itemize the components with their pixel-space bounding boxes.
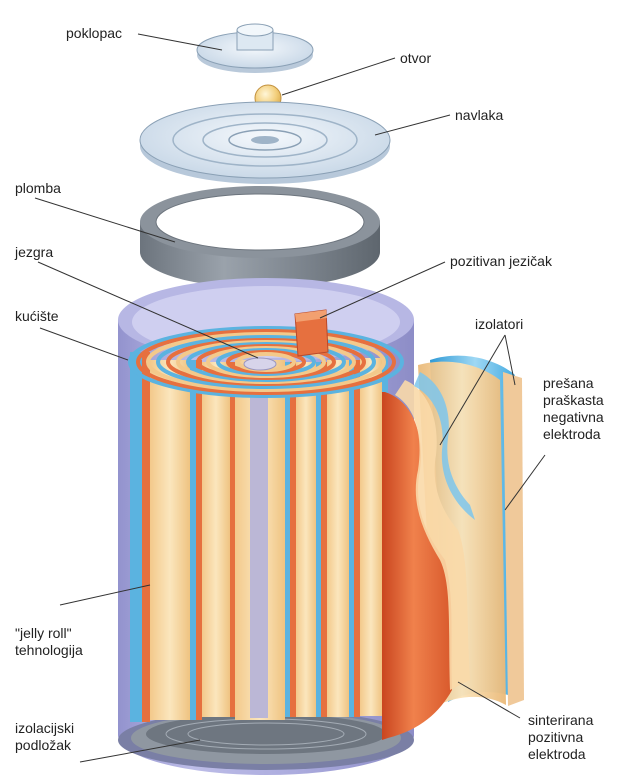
- label-pozitivna-elektroda: sinterirana pozitivna elektroda: [528, 712, 593, 763]
- leader-navlaka: [375, 115, 450, 135]
- label-izolatori: izolatori: [475, 316, 523, 333]
- label-jezgra: jezgra: [15, 244, 53, 261]
- label-poklopac: poklopac: [66, 25, 122, 42]
- label-navlaka: navlaka: [455, 107, 503, 124]
- label-pozitivan-jezicak: pozitivan jezičak: [450, 253, 552, 270]
- washer-disc: [140, 102, 390, 184]
- label-jelly-roll: "jelly roll" tehnologija: [15, 625, 83, 659]
- seal-ring: [140, 186, 380, 288]
- label-negativna-elektroda: prešana praškasta negativna elektroda: [543, 375, 604, 443]
- label-kuciste: kućište: [15, 308, 59, 325]
- leader-kuciste: [40, 328, 128, 360]
- jelly-roll: [130, 328, 402, 722]
- label-otvor: otvor: [400, 50, 431, 67]
- label-plomba: plomba: [15, 180, 61, 197]
- label-izolacijski-podlozak: izolacijski podložak: [15, 720, 74, 754]
- unrolled-electrodes: [382, 356, 524, 740]
